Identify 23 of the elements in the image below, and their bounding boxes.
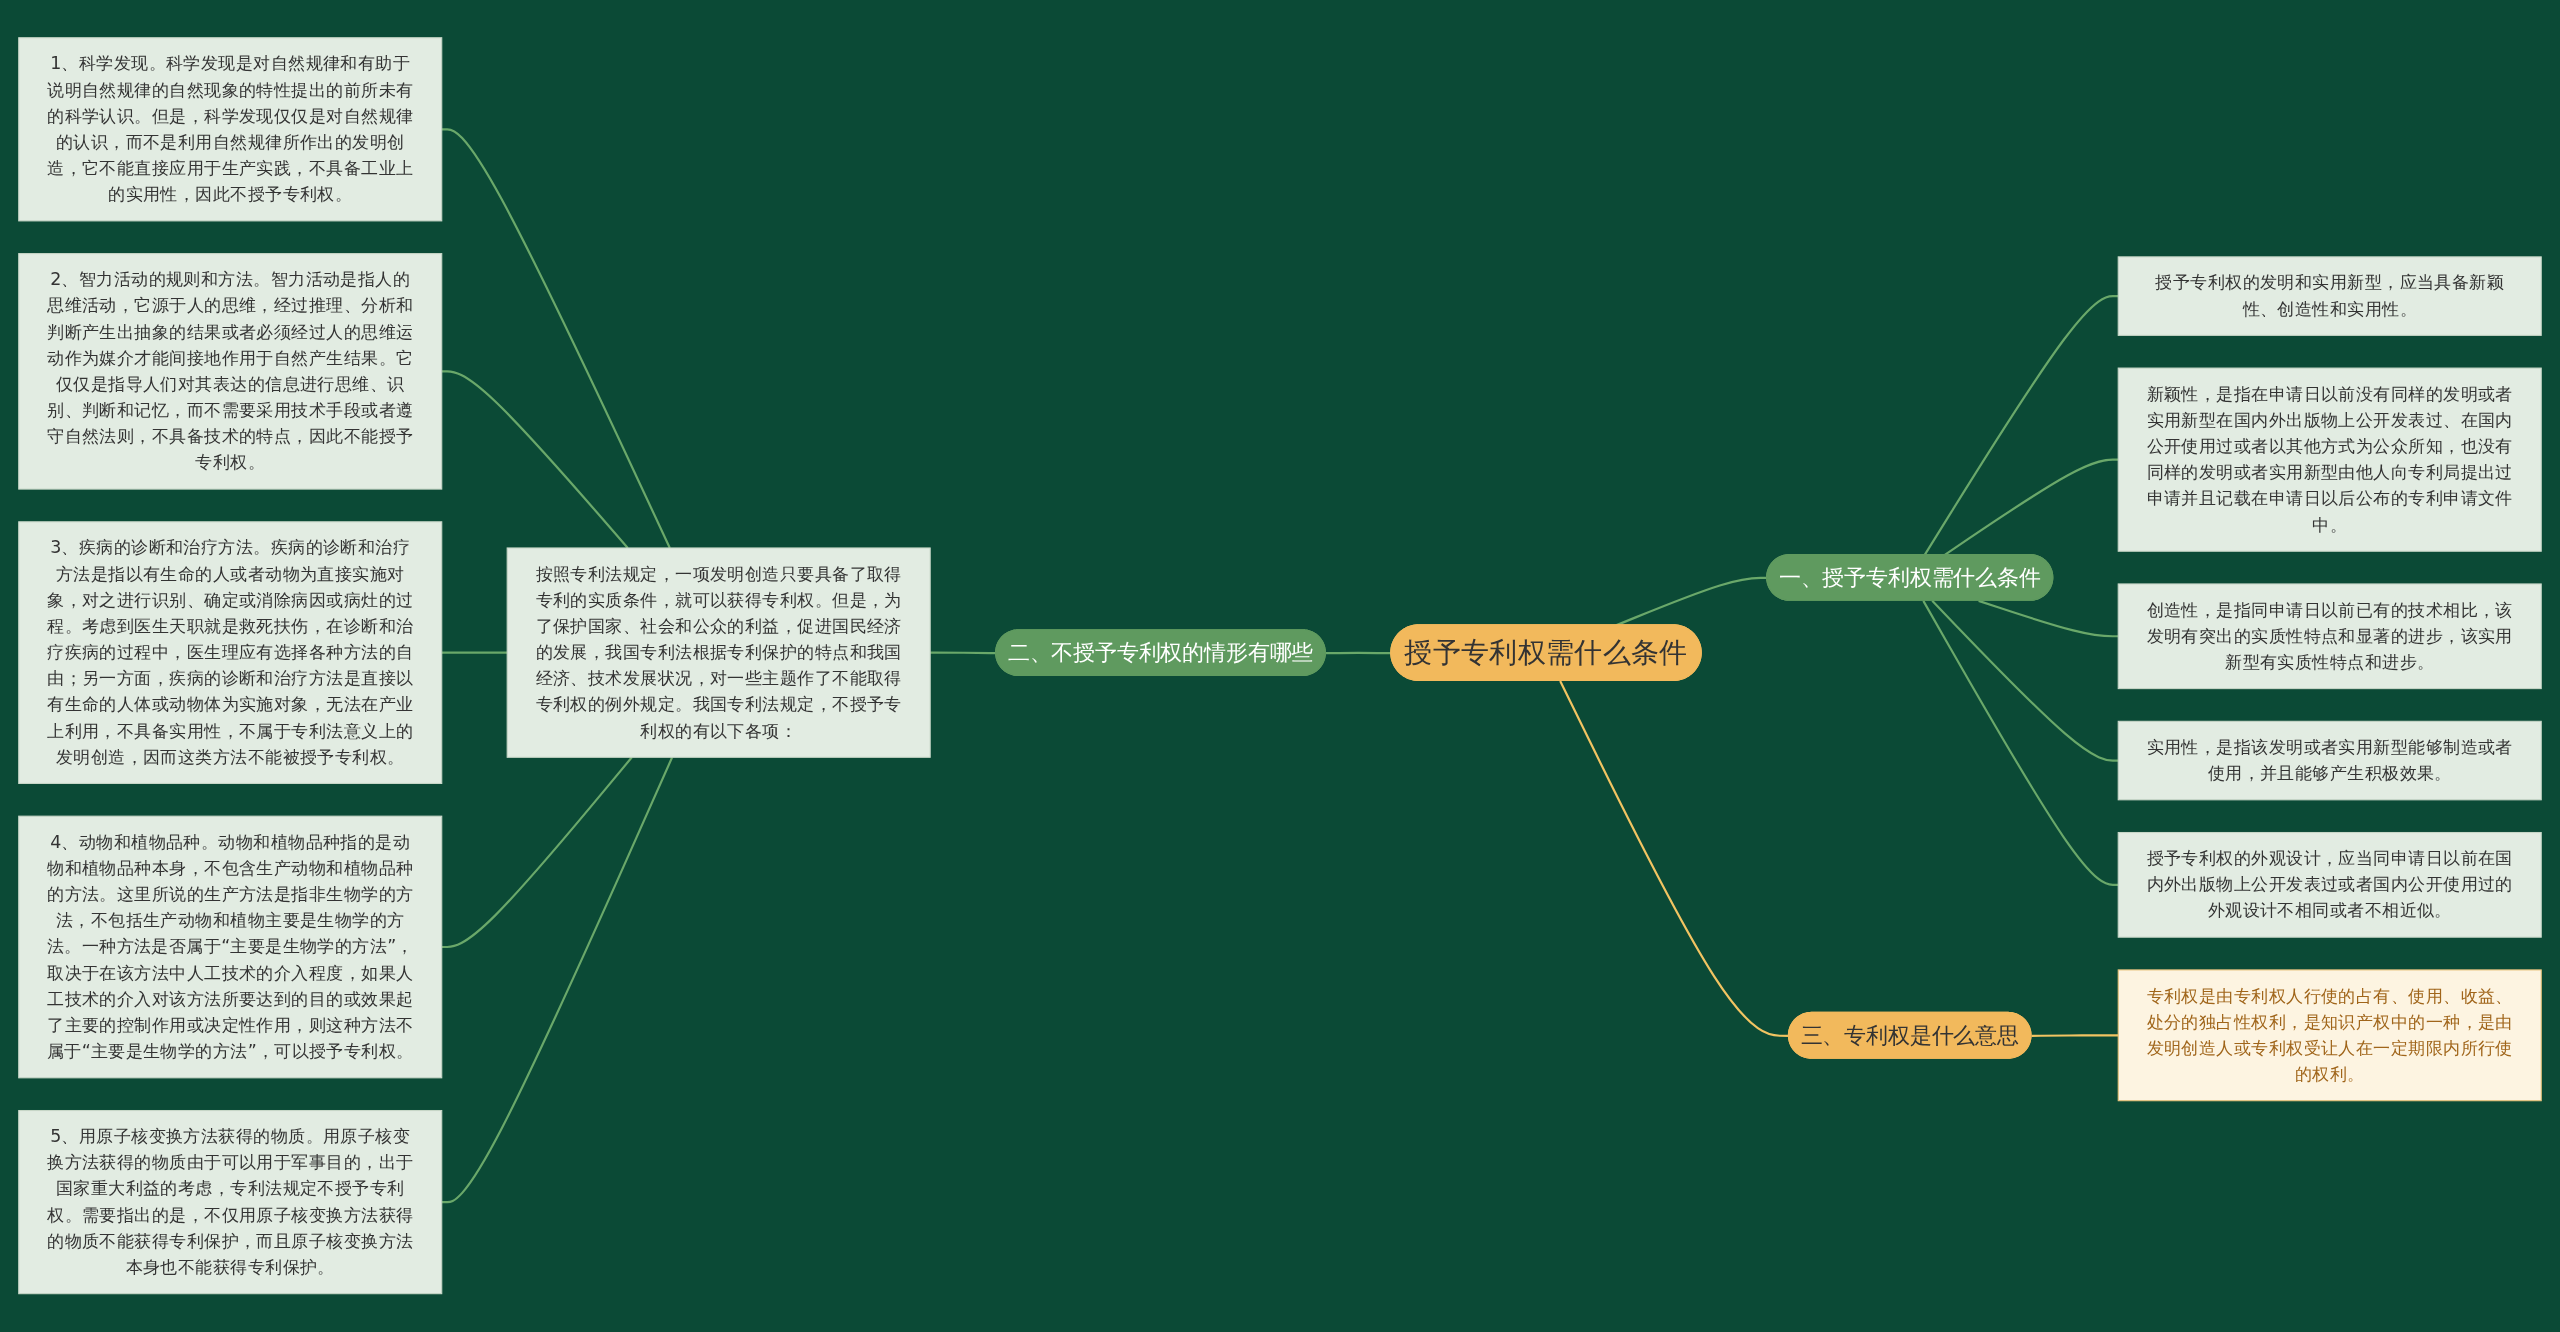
node-box: 3、疾病的诊断和治疗方法。疾病的诊断和治疗方法是指以有生命的人或者动物为直接实施对象，对之进行识别、确定或消除病因或病灶的过程。考虑到医生天职就是救死扶伤，在诊断和治疗疾病的过程中，医生理应有选择各种方法的自由；另一方面，疾病的诊断和治疗方法是直接以有生命的人体或动物体为实施对象，无法在产业上利用，不具备实用性，不属于专利法意义上的发明创造，因而这类方法不能被授予专利权。: [18, 521, 443, 785]
connector: [1978, 600, 2119, 638]
node-box: 按照专利法规定，一项发明创造只要具备了取得专利的实质条件，就可以获得专利权。但是，为了保护国家、社会和公众的利益，促进国民经济的发展，我国专利法根据专利保护的特点和我国经济、技术发展状况，对一些主题作了不能取得专利权的例外规定。我国专利法规定，不授予专利权的有以下各项：: [506, 547, 931, 759]
node-box: 4、动物和植物品种。动物和植物品种指的是动物和植物品种本身，不包含生产动物和植物品种的方法。这里所说的生产方法是指非生物学的方法，不包括生产动物和植物主要是生物学的方法。一种方法是否属于“主要是生物学的方法”，取决于在该方法中人工技术的介入程度，如果人工技术的介入对该方法所要达到的目的或效果起了主要的控制作用或决定性作用，则这种方法不属于“主要是生物学的方法”，可以授予专利权。: [18, 815, 443, 1079]
connector: [1922, 600, 2119, 887]
connector: [441, 651, 508, 654]
connector: [441, 756, 633, 949]
node-box: 实用性，是指该发明或者实用新型能够制造或者使用，并且能够产生积极效果。: [2117, 721, 2542, 801]
node-box: 授予专利权的外观设计，应当同申请日以前在国内外出版物上公开发表过或者国内公开使用过的外观设计不相同或者不相近似。: [2117, 832, 2542, 938]
connector: [1923, 295, 2119, 556]
connector: [441, 757, 674, 1204]
connector: [1931, 600, 2119, 762]
connector: [2031, 1034, 2119, 1038]
node-box: 创造性，是指同申请日以前已有的技术相比，该发明有突出的实质性特点和显著的进步，该实用新型有实质性特点和进步。: [2117, 583, 2542, 690]
connector: [441, 370, 629, 549]
node-box: 新颖性，是指在申请日以前没有同样的发明或者实用新型在国内外出版物上公开发表过、在国内公开使用过或者以其他方式为公众所知，也没有同样的发明或者实用新型由他人向专利局提出过申请并且记载在申请日以后公布的专利申请文件中。: [2117, 367, 2542, 553]
node-box: 专利权是由专利权人行使的占有、使用、收益、处分的独占性权利，是知识产权中的一种，是由发明创造人或专利权受让人在一定期限内所行使的权利。: [2117, 969, 2542, 1102]
node-box: 5、用原子核变换方法获得的物质。用原子核变换方法获得的物质由于可以用于军事目的，出于国家重大利益的考虑，专利法规定不授予专利权。需要指出的是，不仅用原子核变换方法获得的物质不能获得专利保护，而且原子核变换方法本身也不能获得专利保护。: [18, 1110, 443, 1295]
node-box: 1、科学发现。科学发现是对自然规律和有助于说明自然规律的自然现象的特性提出的前所未有的科学认识。但是，科学发现仅仅是对自然规律的认识，而不是利用自然规律所作出的发明创造，它不能直接应用于生产实践，不具备工业上的实用性，因此不授予专利权。: [18, 37, 443, 222]
connector: [441, 128, 671, 549]
connector: [1559, 680, 1789, 1038]
node-box: 2、智力活动的规则和方法。智力活动是指人的思维活动，它源于人的思维，经过推理、分析和判断产生出抽象的结果或者必须经过人的思维运动作为媒介才能间接地作用于自然产生结果。它仅仅是指导人们对其表达的信息进行思维、识别、判断和记忆，而不需要采用技术手段或者遵守自然法则，不具备技术的特点，因此不能授予专利权。: [18, 253, 443, 490]
node-box: 授予专利权的发明和实用新型，应当具备新颖性、创造性和实用性。: [2117, 256, 2542, 337]
